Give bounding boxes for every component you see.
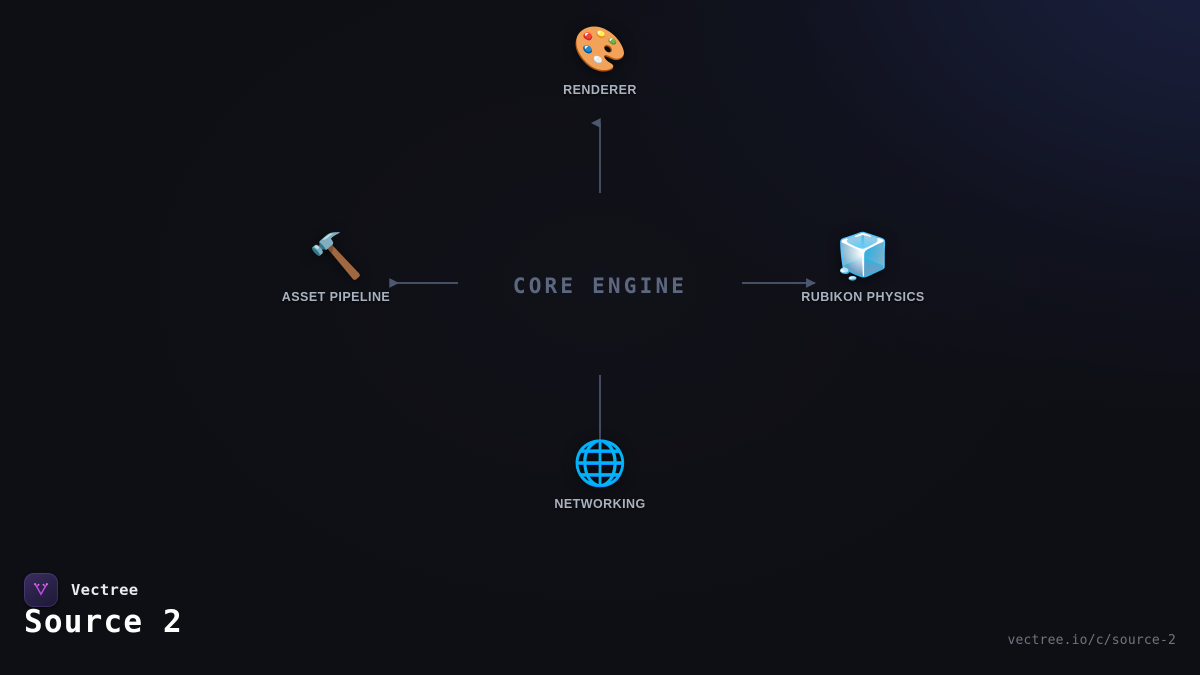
palette-icon: 🎨 [572,24,628,75]
vectree-logo-icon [24,573,58,607]
node-label-networking: NETWORKING [554,497,646,511]
node-label-asset-pipeline: ASSET PIPELINE [281,290,391,304]
center-node-core-engine[interactable]: CORE ENGINE [513,274,687,298]
node-label-rubikon-physics: RUBIKON PHYSICS [801,290,925,304]
center-node-label: CORE ENGINE [512,274,688,298]
node-label-renderer: RENDERER [563,83,637,97]
node-renderer[interactable]: 🎨 RENDERER [490,23,710,97]
hammer-icon: 🔨 [308,231,364,282]
node-networking[interactable]: 🌐 NETWORKING [490,437,710,511]
brand-name: Vectree [71,581,139,599]
globe-icon: 🌐 [572,438,628,489]
deck-title: Source 2 [24,604,183,640]
brand-row[interactable]: Vectree [24,573,138,607]
slide-footer: Vectree Source 2 vectree.io/c/source-2 [0,555,1200,675]
deck-url[interactable]: vectree.io/c/source-2 [1007,633,1176,648]
ice-cube-icon: 🧊 [835,231,891,282]
node-asset-pipeline[interactable]: 🔨 ASSET PIPELINE [226,230,446,304]
node-rubikon-physics[interactable]: 🧊 RUBIKON PHYSICS [753,230,973,304]
